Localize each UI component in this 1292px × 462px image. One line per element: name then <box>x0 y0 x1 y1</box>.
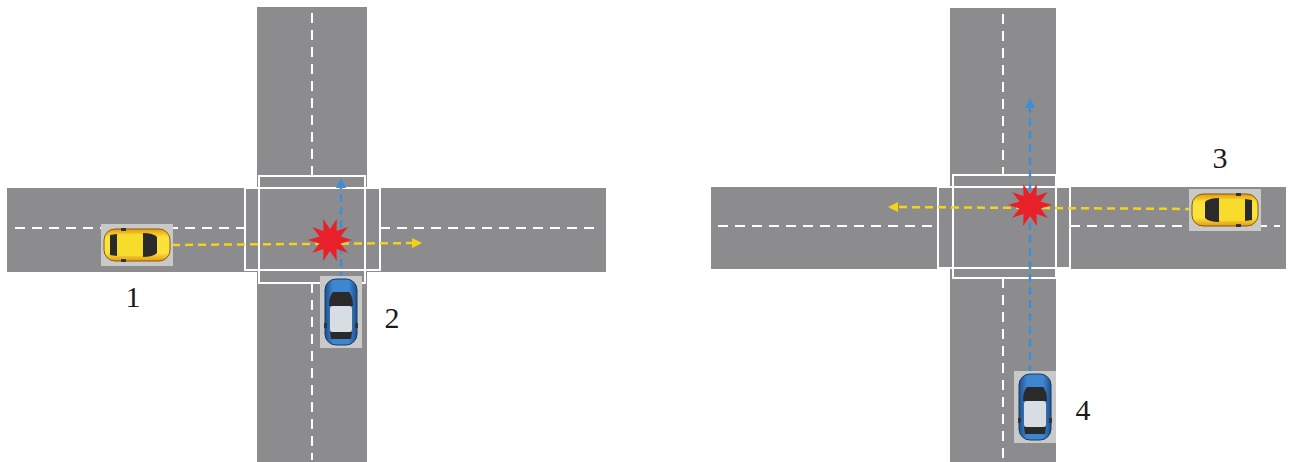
callout-number: 2 <box>385 303 400 333</box>
callout-number: 4 <box>1076 395 1091 425</box>
right-intersection <box>711 8 1286 462</box>
left-intersection <box>7 7 606 462</box>
callout-number: 3 <box>1213 143 1228 173</box>
callout-number: 1 <box>126 282 141 312</box>
